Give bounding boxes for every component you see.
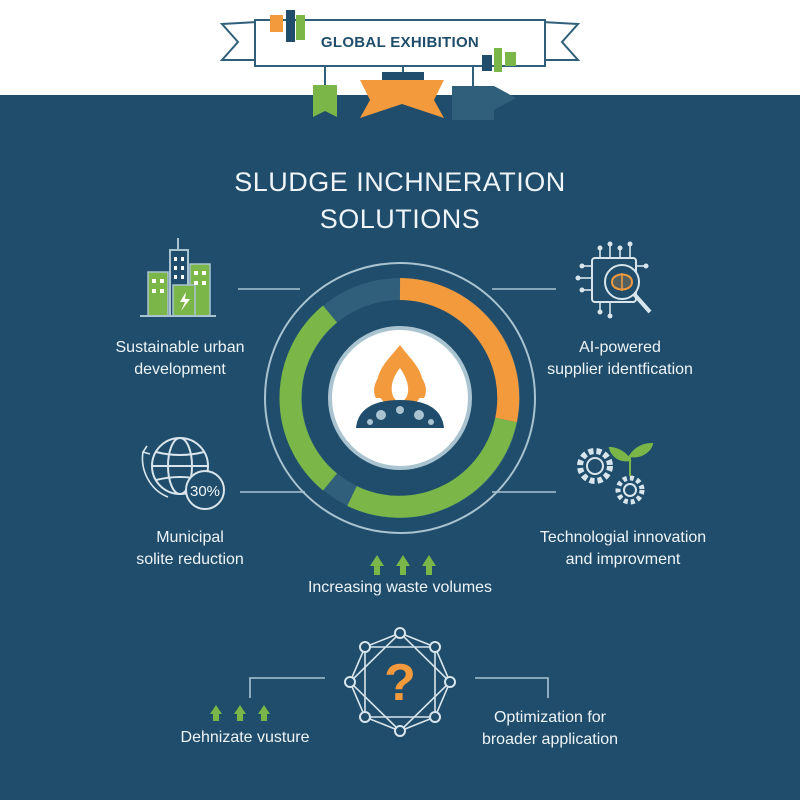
- central-ring: [264, 262, 536, 534]
- waste-up-arrows-icon: [370, 555, 436, 575]
- node-tech-line1: Technologial innovation: [539, 529, 707, 546]
- node-tech-line2: and improvment: [565, 551, 681, 568]
- ring-segment-green-bottom: [347, 417, 517, 518]
- node-dehumid-label: Dehnizate vusture: [180, 729, 310, 746]
- dehumid-up-arrows-icon: [210, 705, 270, 721]
- node-municipal-label: Municipal solite reduction: [100, 527, 280, 571]
- node-optimization-label: Optimization for broader application: [465, 707, 635, 751]
- fire-sludge-icon: [356, 345, 444, 428]
- banner-label: GLOBAL EXHIBITION: [320, 34, 480, 51]
- node-urban-label: Sustainable urban development: [95, 337, 265, 381]
- buildings-icon: [140, 238, 216, 317]
- title-line-2: SOLUTIONS: [319, 204, 481, 234]
- ring-segment-orange: [399, 278, 520, 423]
- page-title: SLUDGE INCHNERATION SOLUTIONS: [150, 164, 650, 238]
- node-optimization-line1: Optimization for: [493, 709, 607, 726]
- globe-badge-text: 30%: [190, 483, 220, 500]
- ring-segment-green-left: [279, 305, 338, 491]
- node-optimization-line2: broader application: [481, 731, 619, 748]
- node-ai-line1: AI-powered: [579, 339, 661, 356]
- node-ai-label: AI-powered supplier identfication: [520, 337, 720, 381]
- node-municipal-line1: Municipal: [156, 529, 224, 546]
- gears-sprout-icon: [577, 442, 654, 505]
- node-municipal-line2: solite reduction: [136, 551, 244, 568]
- connector-dehumid: [249, 677, 325, 698]
- node-ai-line2: supplier identfication: [547, 361, 693, 378]
- connector-optimization: [475, 677, 549, 698]
- node-urban-line1: Sustainable urban: [115, 339, 245, 356]
- exhibition-banner: [219, 10, 581, 120]
- question-mark-icon: ?: [384, 654, 416, 712]
- title-line-1: SLUDGE INCHNERATION: [234, 167, 566, 197]
- network-octagon-icon: [344, 627, 456, 737]
- node-urban-line2: development: [134, 361, 226, 378]
- ai-chip-magnifier-icon: [575, 241, 652, 319]
- connector-lines: [238, 288, 556, 698]
- node-tech-label: Technologial innovation and improvment: [518, 527, 728, 571]
- globe-icon: [141, 437, 225, 510]
- node-waste-label: Increasing waste volumes: [307, 579, 493, 596]
